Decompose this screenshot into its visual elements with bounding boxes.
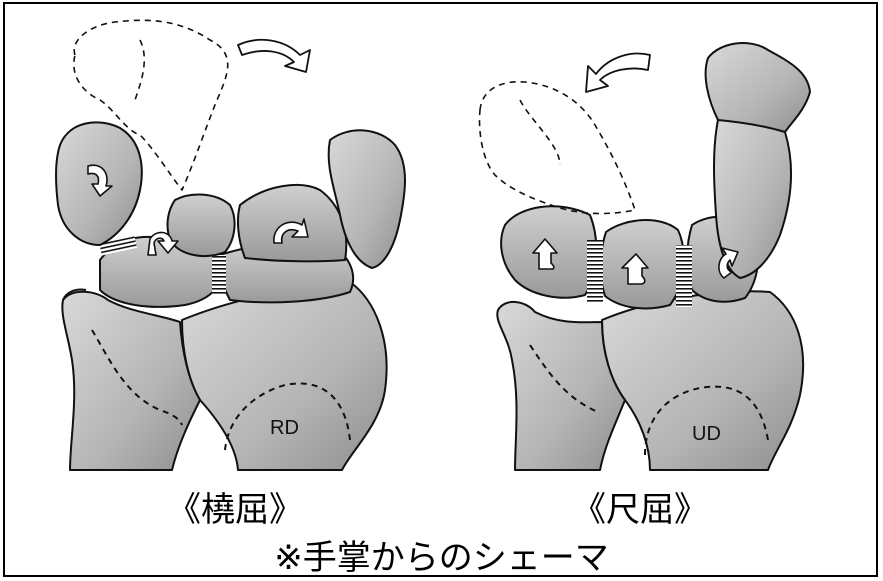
radial-deviation-diagram: RD [56, 20, 405, 470]
caption-footer-note: ※手掌からのシェーマ [200, 530, 683, 579]
curved-arrow-icon [238, 40, 310, 72]
caption-ulnar-deviation: 《尺屈》 [555, 482, 725, 531]
curved-arrow-icon [586, 54, 650, 92]
caption-radial-deviation: 《橈屈》 [150, 482, 320, 531]
ud-label: UD [692, 423, 721, 445]
radius-bone [182, 282, 387, 470]
ulna-bone [62, 292, 200, 470]
rd-label: RD [270, 417, 299, 439]
ulnar-deviation-diagram: UD [480, 43, 810, 470]
phalanx-bone [706, 43, 810, 132]
capitate-bone [168, 195, 235, 256]
